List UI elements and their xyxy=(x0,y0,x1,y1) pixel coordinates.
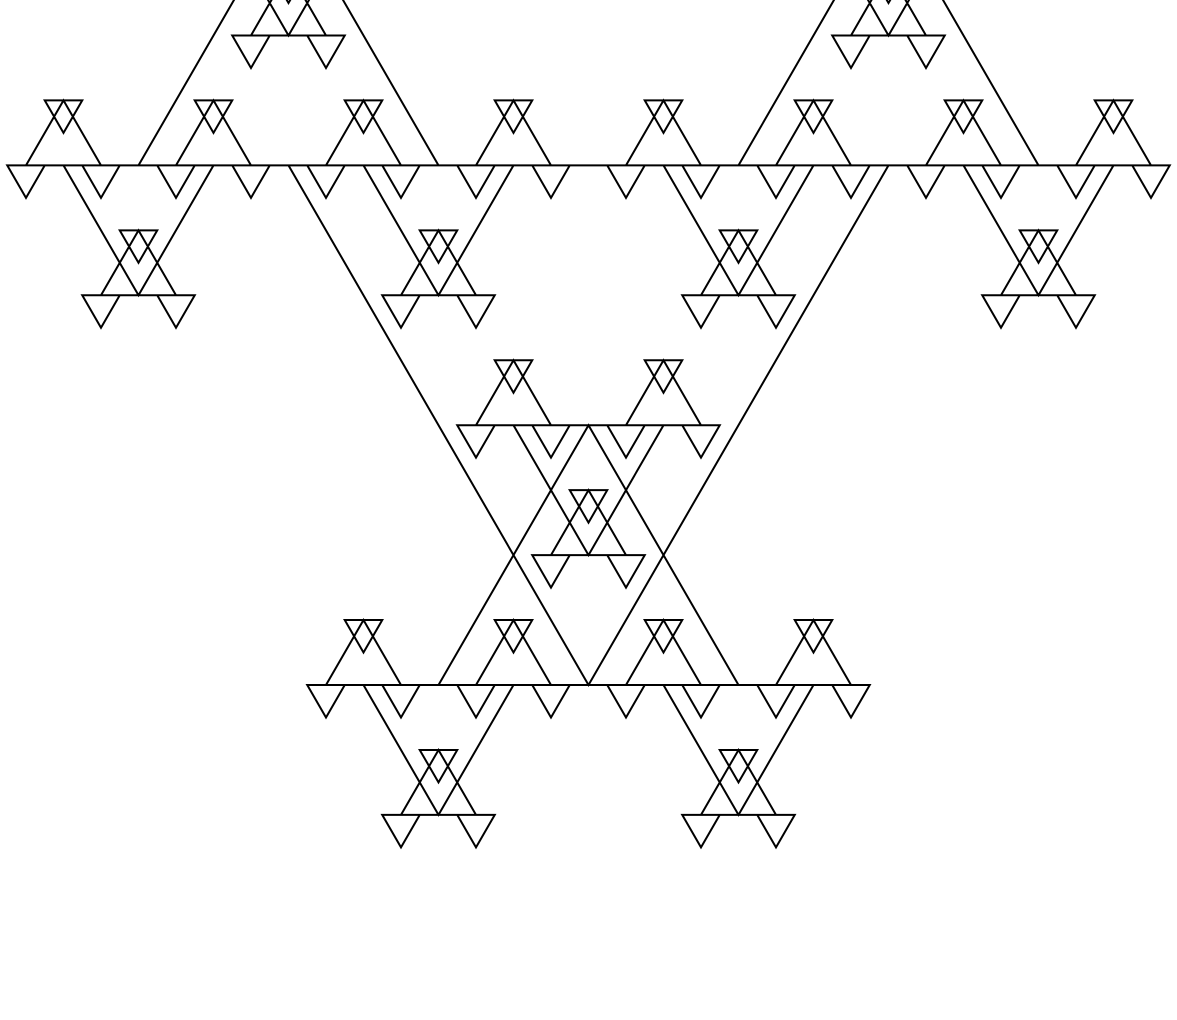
fractal-outline xyxy=(5,0,1172,850)
fractal-figure xyxy=(5,0,1172,850)
